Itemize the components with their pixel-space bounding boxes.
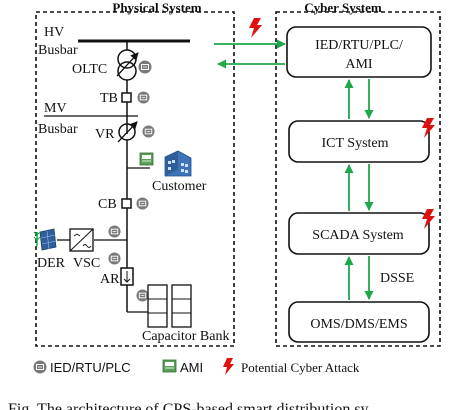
cb-breaker [121,198,132,209]
ied-box-label-line1: IED/RTU/PLC/ [315,38,403,53]
dsse-label: DSSE [380,271,414,286]
legend-ami-icon [162,359,177,373]
der-solar-panel-icon [33,228,57,251]
cyber-system-boundary [275,11,441,347]
ar-label: AR [100,272,120,287]
figure-caption: Fig. The architecture of CPS-based smart… [8,401,369,410]
ied-ar-icon [108,252,121,265]
customer-building-icon [164,150,192,177]
ied-box-label-line2: AMI [345,57,373,72]
vr-label: VR [95,127,115,142]
ami-meter-icon [139,152,154,166]
ied-vr-icon [142,125,155,138]
ied-oltc-icon [138,60,152,74]
ied-cb-icon [136,197,149,210]
mv-label: MV [44,101,67,116]
ied-rtu-plc-ami-box [286,26,432,78]
tb-label: TB [100,91,118,106]
oms-dms-ems-label: OMS/DMS/EMS [310,317,407,332]
legend-attack-icon [223,358,234,375]
cyber-attack-icon [422,209,435,229]
legend-attack-label: Potential Cyber Attack [241,360,360,375]
scada-system-label: SCADA System [312,228,404,243]
customer-label: Customer [152,179,207,194]
capacitor-bank-label: Capacitor Bank [142,329,229,344]
ied-vsc-icon [108,225,121,238]
ict-system-label: ICT System [321,136,388,151]
oms-dms-ems-box [288,301,430,343]
legend-ami-label: AMI [180,360,203,375]
oltc-label: OLTC [72,62,107,77]
physical-system-boundary [35,11,235,347]
ar-recloser-icon [120,267,134,286]
ied-tb-icon [137,91,150,104]
mv-busbar-label: Busbar [38,122,78,137]
vsc-converter-icon [69,228,94,252]
cb-label: CB [98,197,117,212]
oltc-transformer-icon [116,49,139,81]
ict-system-box [288,120,430,163]
hv-label: HV [44,25,64,40]
hv-busbar-label: Busbar [38,43,78,58]
scada-system-box [288,212,430,255]
ied-capacitor-icon [136,289,149,302]
tb-breaker [121,92,132,103]
legend-ied-label: IED/RTU/PLC [50,360,131,375]
vsc-label: VSC [73,256,100,271]
cyber-attack-icon [422,118,435,138]
der-label: DER [37,256,66,271]
legend-ied-icon [33,360,47,374]
cyber-attack-icon [249,18,262,38]
capacitor-bank-icon [147,284,192,328]
